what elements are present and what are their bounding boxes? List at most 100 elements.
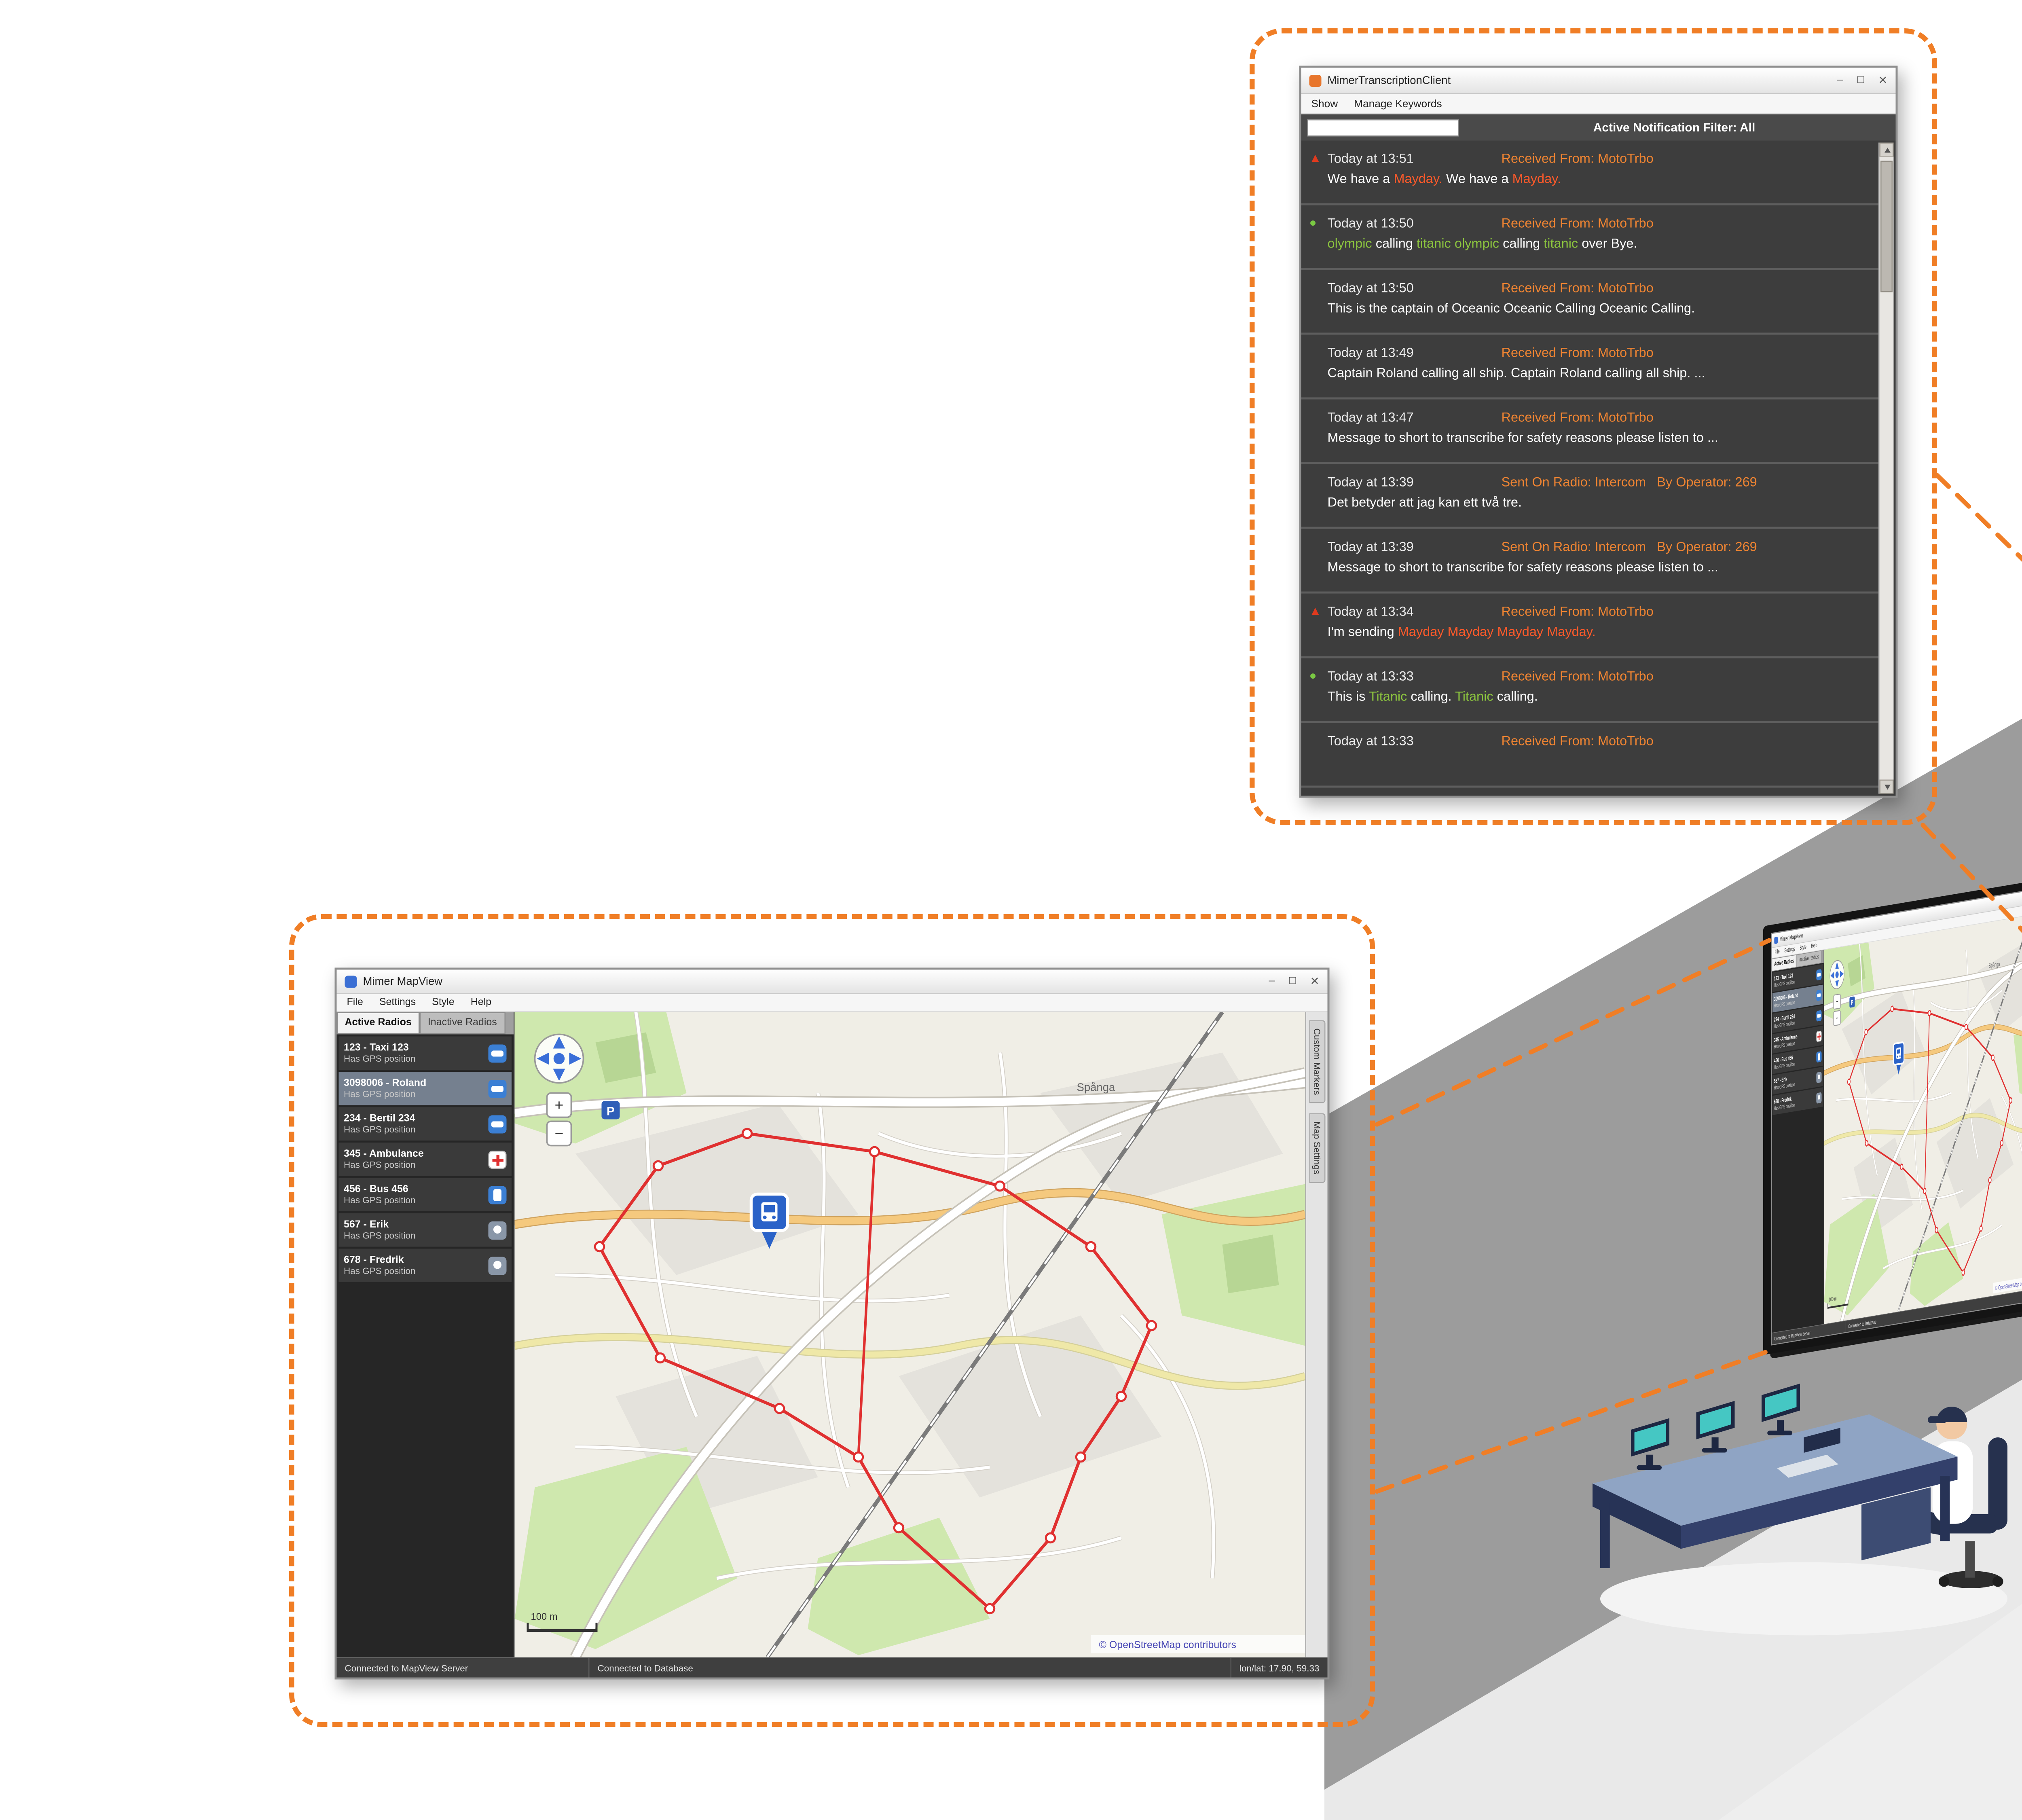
message-time: Today at 13:51 (1327, 150, 1414, 165)
menu-show[interactable]: Show (1311, 97, 1338, 110)
map-yellow-road (514, 1334, 1305, 1389)
tab-active-radios[interactable]: Active Radios (336, 1012, 420, 1035)
close-button[interactable]: ✕ (1878, 75, 1888, 87)
map-orange-road (514, 1189, 1305, 1228)
window-title: MimerTranscriptionClient (1327, 74, 1451, 87)
message-time: Today at 13:49 (1327, 344, 1414, 360)
message-row[interactable]: Today at 13:39 Sent On Radio: Intercom By… (1301, 529, 1880, 594)
car-icon (488, 1044, 507, 1062)
message-row[interactable]: Today at 13:39 Sent On Radio: Intercom By… (1301, 464, 1880, 529)
message-time: Today at 13:39 (1327, 538, 1414, 554)
radio-id: 123 - Taxi 123 (344, 1042, 409, 1054)
radio-marker-bus[interactable] (749, 1192, 789, 1249)
maximize-button[interactable]: □ (1289, 975, 1296, 987)
message-text: This is the captain of Oceanic Oceanic C… (1327, 300, 1695, 316)
notification-search-input[interactable] (1307, 119, 1459, 136)
menu-help[interactable]: Help (470, 997, 492, 1008)
radio-id: 678 - Fredrik (344, 1255, 404, 1266)
message-source: Received From: MotoTrbo (1501, 150, 1654, 165)
zoom-out-button[interactable]: − (546, 1120, 572, 1147)
map-major-road (571, 1069, 1305, 1657)
message-source: Sent On Radio: Intercom By Operator: 269 (1501, 538, 1757, 554)
scrollbar-thumb[interactable] (1880, 161, 1893, 292)
notification-scrollbar[interactable] (1878, 142, 1894, 794)
radio-tabs: Active Radios Inactive Radios (336, 1012, 514, 1035)
scroll-up-icon[interactable] (1879, 142, 1894, 157)
minimize-button[interactable]: – (1269, 975, 1275, 987)
window-title: Mimer MapView (363, 975, 443, 988)
svg-text:Spånga: Spånga (1989, 961, 2000, 969)
svg-text:© OpenStreetMap contributors: © OpenStreetMap contributors (1099, 1639, 1236, 1651)
map-canvas[interactable]: Spånga P (514, 1012, 1305, 1657)
menu-style[interactable]: Style (432, 997, 455, 1008)
message-time: Today at 13:33 (1327, 732, 1414, 748)
radio-status: Has GPS position (344, 1195, 416, 1205)
ambulance-icon (488, 1150, 507, 1168)
alert-icon (1309, 605, 1328, 617)
mapview-status-bar: Connected to MapView Server Connected to… (336, 1657, 1328, 1678)
notification-filter-bar: Active Notification Filter: All (1301, 114, 1896, 141)
message-time: Today at 13:47 (1327, 409, 1414, 424)
message-source: Sent On Radio: Intercom By Operator: 269 (1501, 474, 1757, 489)
map-place-label: Spånga (1077, 1081, 1116, 1094)
compass-control[interactable] (534, 1033, 584, 1084)
tab-inactive-radios[interactable]: Inactive Radios (419, 1012, 505, 1035)
radio-status: Has GPS position (344, 1054, 416, 1064)
zoom-in-button[interactable]: + (546, 1092, 572, 1118)
svg-text:P: P (607, 1105, 615, 1118)
message-text: Captain Roland calling all ship. Captain… (1327, 365, 1705, 381)
person-icon (488, 1256, 507, 1275)
message-text: We have a Mayday. We have a Mayday. (1327, 171, 1561, 186)
menu-settings[interactable]: Settings (379, 997, 416, 1008)
menu-file[interactable]: File (347, 997, 363, 1008)
status-lonlat: lon/lat: 17.90, 59.33 (1239, 1663, 1320, 1673)
transcription-title-bar[interactable]: MimerTranscriptionClient – □ ✕ (1301, 68, 1896, 94)
radio-status: Has GPS position (344, 1089, 416, 1099)
map-railway-dashes (766, 1012, 1223, 1657)
message-text: I'm sending Mayday Mayday Mayday Mayday. (1327, 624, 1596, 639)
minimize-button[interactable]: – (1837, 74, 1843, 86)
message-source: Received From: MotoTrbo (1501, 215, 1654, 230)
close-button[interactable]: ✕ (1310, 976, 1320, 988)
mapview-window: Mimer MapView – □ ✕ File Settings Style … (1771, 884, 2022, 1346)
svg-text:−: − (1836, 1013, 1838, 1023)
menu-manage-keywords[interactable]: Manage Keywords (1354, 97, 1442, 110)
keyword-icon (1309, 669, 1328, 681)
message-source: Received From: MotoTrbo (1501, 603, 1654, 618)
message-source: Received From: MotoTrbo (1501, 344, 1654, 360)
person-icon (488, 1221, 507, 1239)
message-row[interactable]: Today at 13:51 Received From: MotoTrbo We … (1301, 141, 1880, 205)
svg-text:−: − (555, 1125, 564, 1142)
mapview-title-bar[interactable]: Mimer MapView – □ ✕ (336, 969, 1328, 994)
radio-status: Has GPS position (344, 1160, 416, 1170)
svg-text:100 m: 100 m (1829, 1296, 1836, 1303)
message-time: Today at 13:33 (1327, 668, 1414, 683)
message-source: Received From: MotoTrbo (1501, 668, 1654, 683)
tab-map-settings[interactable]: Map Settings (1309, 1113, 1325, 1183)
scroll-down-icon[interactable] (1879, 779, 1894, 794)
mapview-menu-bar: File Settings Style Help (336, 994, 1328, 1012)
tab-custom-markers[interactable]: Custom Markers (1309, 1020, 1325, 1103)
maximize-button[interactable]: □ (1857, 74, 1864, 86)
message-text: olympic calling titanic olympic calling … (1327, 235, 1637, 251)
map-attribution: © OpenStreetMap contributors (1091, 1635, 1305, 1653)
radio-id: 456 - Bus 456 (344, 1184, 408, 1196)
message-time: Today at 13:39 (1327, 474, 1414, 489)
svg-text:+: + (1836, 996, 1838, 1007)
